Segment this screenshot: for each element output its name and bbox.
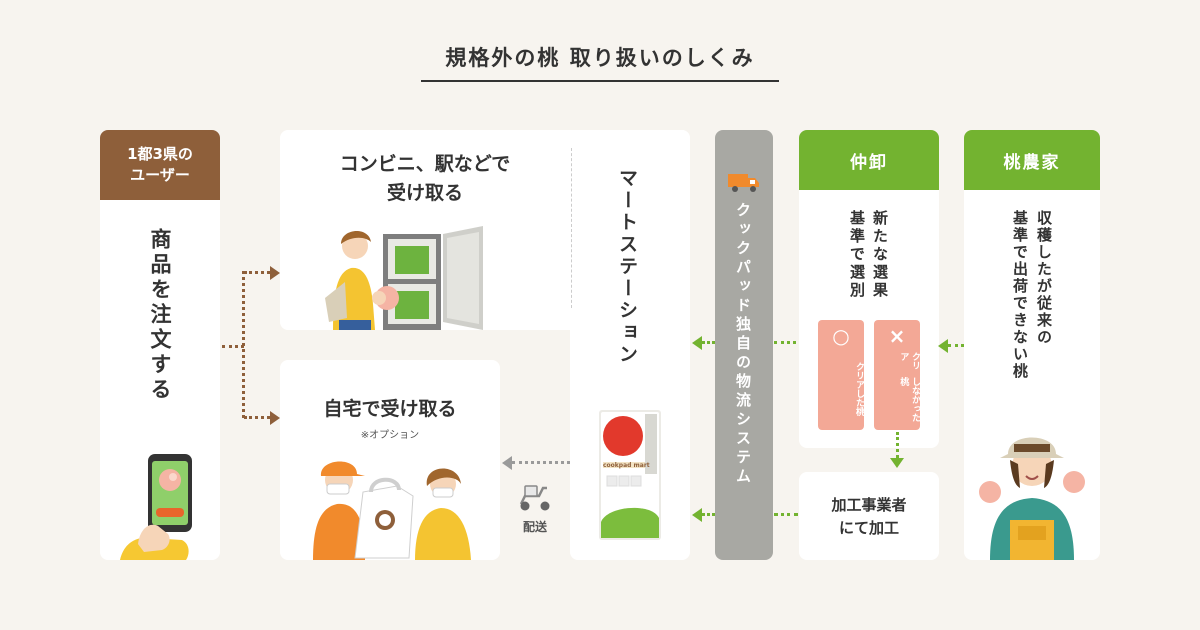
connector-wholesaler-to-logistics (774, 341, 820, 344)
page-title: 規格外の桃 取り扱いのしくみ (445, 46, 755, 70)
fail-label-right: クリア (898, 352, 920, 370)
home-delivery-note: ※オプション (360, 430, 420, 441)
fail-box: × クリア しなかった桃 (874, 320, 920, 430)
pickup-divider (571, 148, 572, 308)
connector-to-pickup (244, 271, 270, 274)
mart-station-machine (599, 410, 661, 540)
wholesaler-text-left: 基準で選別 (848, 210, 866, 300)
wholesaler-text-right: 新たな選果 (871, 210, 889, 300)
connector-logistics-to-mart-bottom (702, 513, 715, 516)
mart-station-label: マートステーション (616, 168, 638, 366)
arrow-to-mart-station-bottom (692, 508, 702, 522)
connector-farmer-to-wholesaler (948, 344, 964, 347)
truck-icon (728, 174, 759, 192)
farmer-header: 桃農家 (964, 130, 1100, 190)
connector-to-home (244, 416, 270, 419)
processor-label: 加工事業者 にて加工 (831, 496, 907, 537)
title-underline (421, 80, 779, 82)
pass-box: ○ クリアした桃 (818, 320, 864, 430)
logistics-label: クックパッド独自の物流システム (734, 202, 752, 487)
farmer-illustration (979, 437, 1085, 560)
delivery-label: 配送 (522, 520, 547, 534)
mart-station-machine-logo: cookpad mart (603, 462, 650, 469)
scooter-icon (519, 485, 550, 511)
connector-mart-to-home (512, 461, 570, 464)
logistics-bar (715, 130, 773, 560)
pass-mark: ○ (832, 324, 850, 348)
arrow-to-mart-station-top (692, 336, 702, 350)
arrow-to-home-delivery (502, 456, 512, 470)
connector-fail-to-processor (896, 432, 899, 458)
arrow-to-processor (890, 458, 904, 468)
pickup-locker-illustration (325, 226, 483, 330)
pickup-label: コンビニ、駅などで 受け取る (339, 153, 511, 204)
farmer-text-right: 収穫したが従来の (1035, 210, 1053, 346)
connector-user-branch (222, 345, 244, 348)
arrow-to-wholesaler (938, 339, 948, 353)
connector-processor-to-logistics (774, 513, 798, 516)
farmer-text-left: 基準で出荷できない桃 (1011, 210, 1029, 380)
connector-user-vertical (242, 271, 245, 418)
smartphone-hand-illustration (120, 454, 192, 560)
pass-label: クリアした桃 (854, 362, 864, 416)
user-header: 1都3県の ユーザー (100, 130, 220, 200)
home-delivery-label: 自宅で受け取る (323, 398, 457, 420)
user-action: 商品を注文する (148, 228, 172, 403)
home-delivery-illustration (313, 461, 471, 560)
arrow-to-home (270, 411, 280, 425)
wholesaler-header: 仲卸 (799, 130, 939, 190)
arrow-to-pickup (270, 266, 280, 280)
fail-mark: × (888, 324, 906, 348)
fail-label-left: しなかった桃 (898, 376, 920, 422)
connector-logistics-to-mart (702, 341, 715, 344)
processor-card (799, 472, 939, 560)
